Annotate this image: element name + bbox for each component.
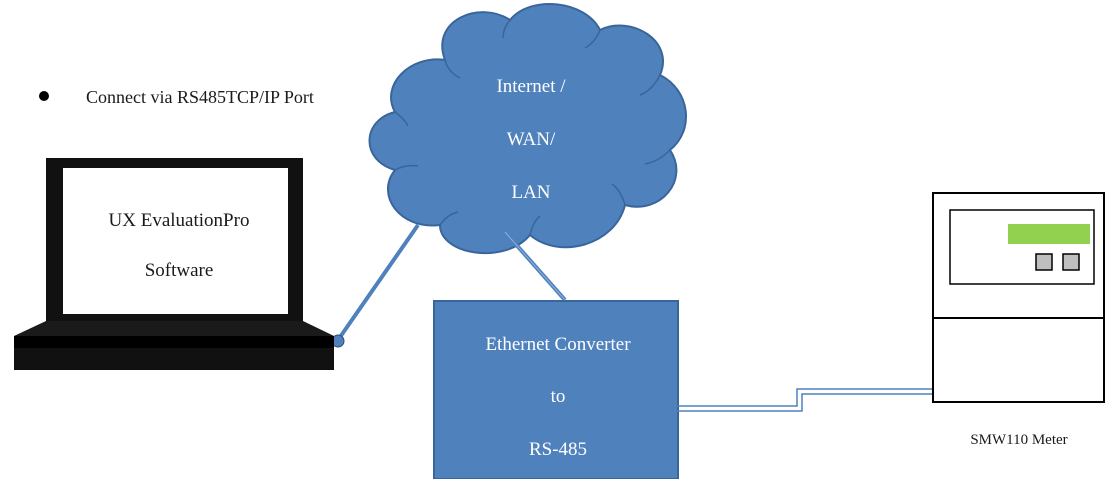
- converter-label-line1: Ethernet Converter: [485, 334, 631, 355]
- meter-button-icon: [1035, 253, 1053, 271]
- meter-label: SMW110 Meter: [970, 432, 1067, 448]
- converter-label-line3: RS-485: [529, 439, 587, 460]
- ethernet-converter-box: [433, 300, 679, 479]
- cloud-label-line1: Internet /: [496, 76, 566, 97]
- laptop-cloud-cable: [331, 223, 420, 348]
- rs485-cable: [664, 388, 940, 412]
- meter-button-icon: [1062, 253, 1080, 271]
- cloud-label-line2: WAN/: [507, 129, 556, 150]
- cloud-label-line3: LAN: [511, 182, 550, 203]
- meter-display: [1008, 224, 1090, 244]
- laptop-label-line1: UX EvaluationPro: [109, 210, 250, 231]
- cloud-icon: [368, 3, 687, 255]
- cloud-converter-cable: [503, 230, 567, 302]
- bullet-icon: [39, 91, 49, 101]
- bullet-text: Connect via RS485TCP/IP Port: [86, 87, 314, 107]
- meter-icon: [932, 192, 1105, 403]
- laptop-label-line2: Software: [145, 260, 214, 281]
- converter-label-line2: to: [551, 386, 566, 407]
- laptop-icon: [14, 158, 334, 370]
